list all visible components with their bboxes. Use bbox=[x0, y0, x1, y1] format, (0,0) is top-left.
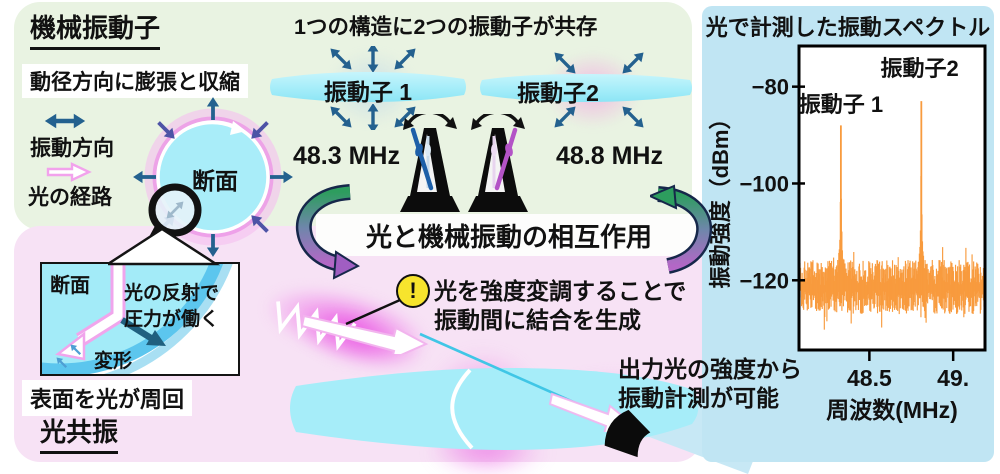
pressure-text-line1: 光の反射で bbox=[124, 283, 220, 304]
mechanical-title: 機械振動子 bbox=[30, 8, 161, 50]
callout-pointer bbox=[108, 227, 220, 266]
modulation-note-line1: 光を強度変調することで bbox=[434, 278, 687, 304]
output-note-line2: 振動計測が可能 bbox=[618, 385, 779, 411]
output-note-line1: 出力光の強度から bbox=[618, 356, 802, 382]
osc2-arrows-top-icon bbox=[550, 50, 648, 76]
spectrum-plot: −80 −100 −120 48.5 49. 振動強度（dBm） 周波数(MHz) 振動子 1… bbox=[708, 44, 987, 423]
structure-caption: 1つの構造に2つの振動子が共存 bbox=[294, 15, 598, 39]
cycle-arrow-right-icon bbox=[650, 184, 713, 274]
surface-caption: 表面を光が周回 bbox=[22, 380, 193, 416]
svg-text:振動子 1: 振動子 1 bbox=[799, 92, 883, 117]
spectrum-title: 光で計測した振動スペクトル bbox=[705, 15, 991, 40]
svg-text:−80: −80 bbox=[752, 75, 789, 100]
interaction-banner: 光と機械振動の相互作用 bbox=[316, 214, 702, 256]
callout-cross-section-label: 断面 bbox=[50, 275, 90, 297]
osc1-arrows-top-icon bbox=[326, 46, 420, 72]
light-path-arrow-icon bbox=[46, 162, 92, 182]
cycle-arrow-left-icon bbox=[295, 184, 360, 280]
detector-icon bbox=[604, 409, 651, 458]
oscillator1-shape bbox=[270, 72, 466, 102]
input-light-arrow-icon bbox=[300, 314, 429, 354]
radial-caption: 動径方向に膨張と収縮 bbox=[22, 64, 248, 98]
vibration-direction-label: 振動方向 bbox=[30, 137, 114, 160]
modulation-note-line2: 振動間に結合を生成 bbox=[434, 307, 641, 333]
fiber-shape bbox=[290, 368, 699, 450]
oscillator1-label: 振動子 1 bbox=[323, 79, 413, 105]
svg-text:48.5: 48.5 bbox=[847, 365, 892, 391]
alert-icon: ! bbox=[396, 274, 430, 308]
alert-glyph: ! bbox=[409, 278, 417, 303]
svg-text:49.: 49. bbox=[937, 365, 969, 391]
oscillator2-frequency: 48.8 MHz bbox=[556, 142, 663, 170]
pressure-text-line2: 圧力が働く bbox=[124, 309, 220, 330]
svg-text:周波数(MHz): 周波数(MHz) bbox=[826, 397, 958, 423]
metronome2-icon bbox=[468, 114, 528, 212]
note-pointer-line bbox=[345, 298, 401, 326]
callout-box: 断面 光の反射で 圧力が働く 変形 bbox=[40, 262, 240, 376]
interaction-banner-label: 光と機械振動の相互作用 bbox=[365, 221, 652, 252]
oscillator2-shape bbox=[480, 74, 692, 102]
metronome1-icon bbox=[400, 114, 460, 212]
oscillator1-frequency: 48.3 MHz bbox=[293, 142, 400, 170]
svg-text:振動子2: 振動子2 bbox=[881, 56, 959, 81]
light-path-label: 光の経路 bbox=[28, 186, 112, 209]
svg-text:振動強度（dBm）: 振動強度（dBm） bbox=[708, 108, 733, 289]
cross-section-label: 断面 bbox=[192, 168, 238, 194]
vibration-direction-arrow-icon bbox=[40, 112, 90, 130]
callout-graphic bbox=[42, 264, 233, 374]
deformation-label: 変形 bbox=[94, 351, 133, 372]
svg-text:−120: −120 bbox=[739, 268, 789, 293]
optical-resonance-title: 光共振 bbox=[40, 412, 119, 454]
svg-text:−100: −100 bbox=[739, 171, 789, 196]
oscillator2-label: 振動子2 bbox=[517, 80, 599, 106]
